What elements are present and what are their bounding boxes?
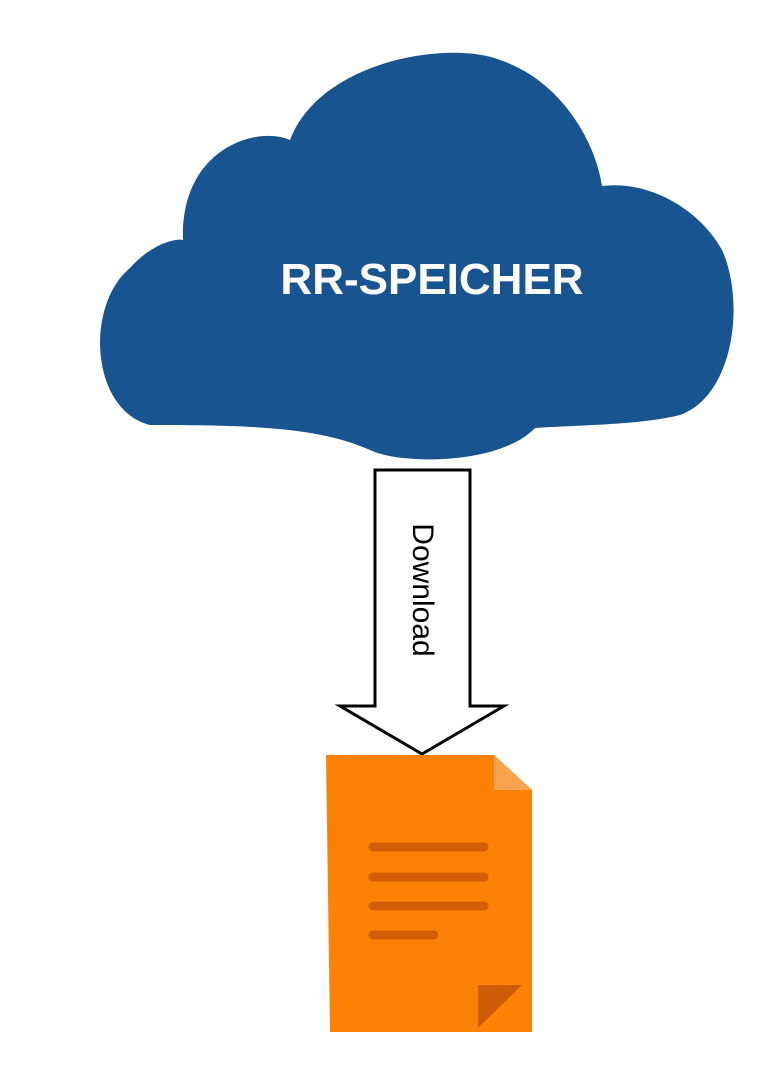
arrow-down-icon	[334, 468, 510, 756]
document-fold-bottom	[478, 985, 522, 1028]
cloud-icon	[100, 52, 734, 460]
cloud-label: RR-SPEICHER	[280, 255, 583, 304]
downloaded-document	[326, 755, 532, 1032]
document-fold-top	[494, 755, 532, 790]
arrow-label: Download	[406, 523, 439, 656]
document-icon	[326, 755, 532, 1032]
cloud-storage: RR-SPEICHER	[100, 52, 734, 460]
document-text-lines	[368, 842, 489, 940]
download-arrow: Download	[334, 468, 510, 756]
